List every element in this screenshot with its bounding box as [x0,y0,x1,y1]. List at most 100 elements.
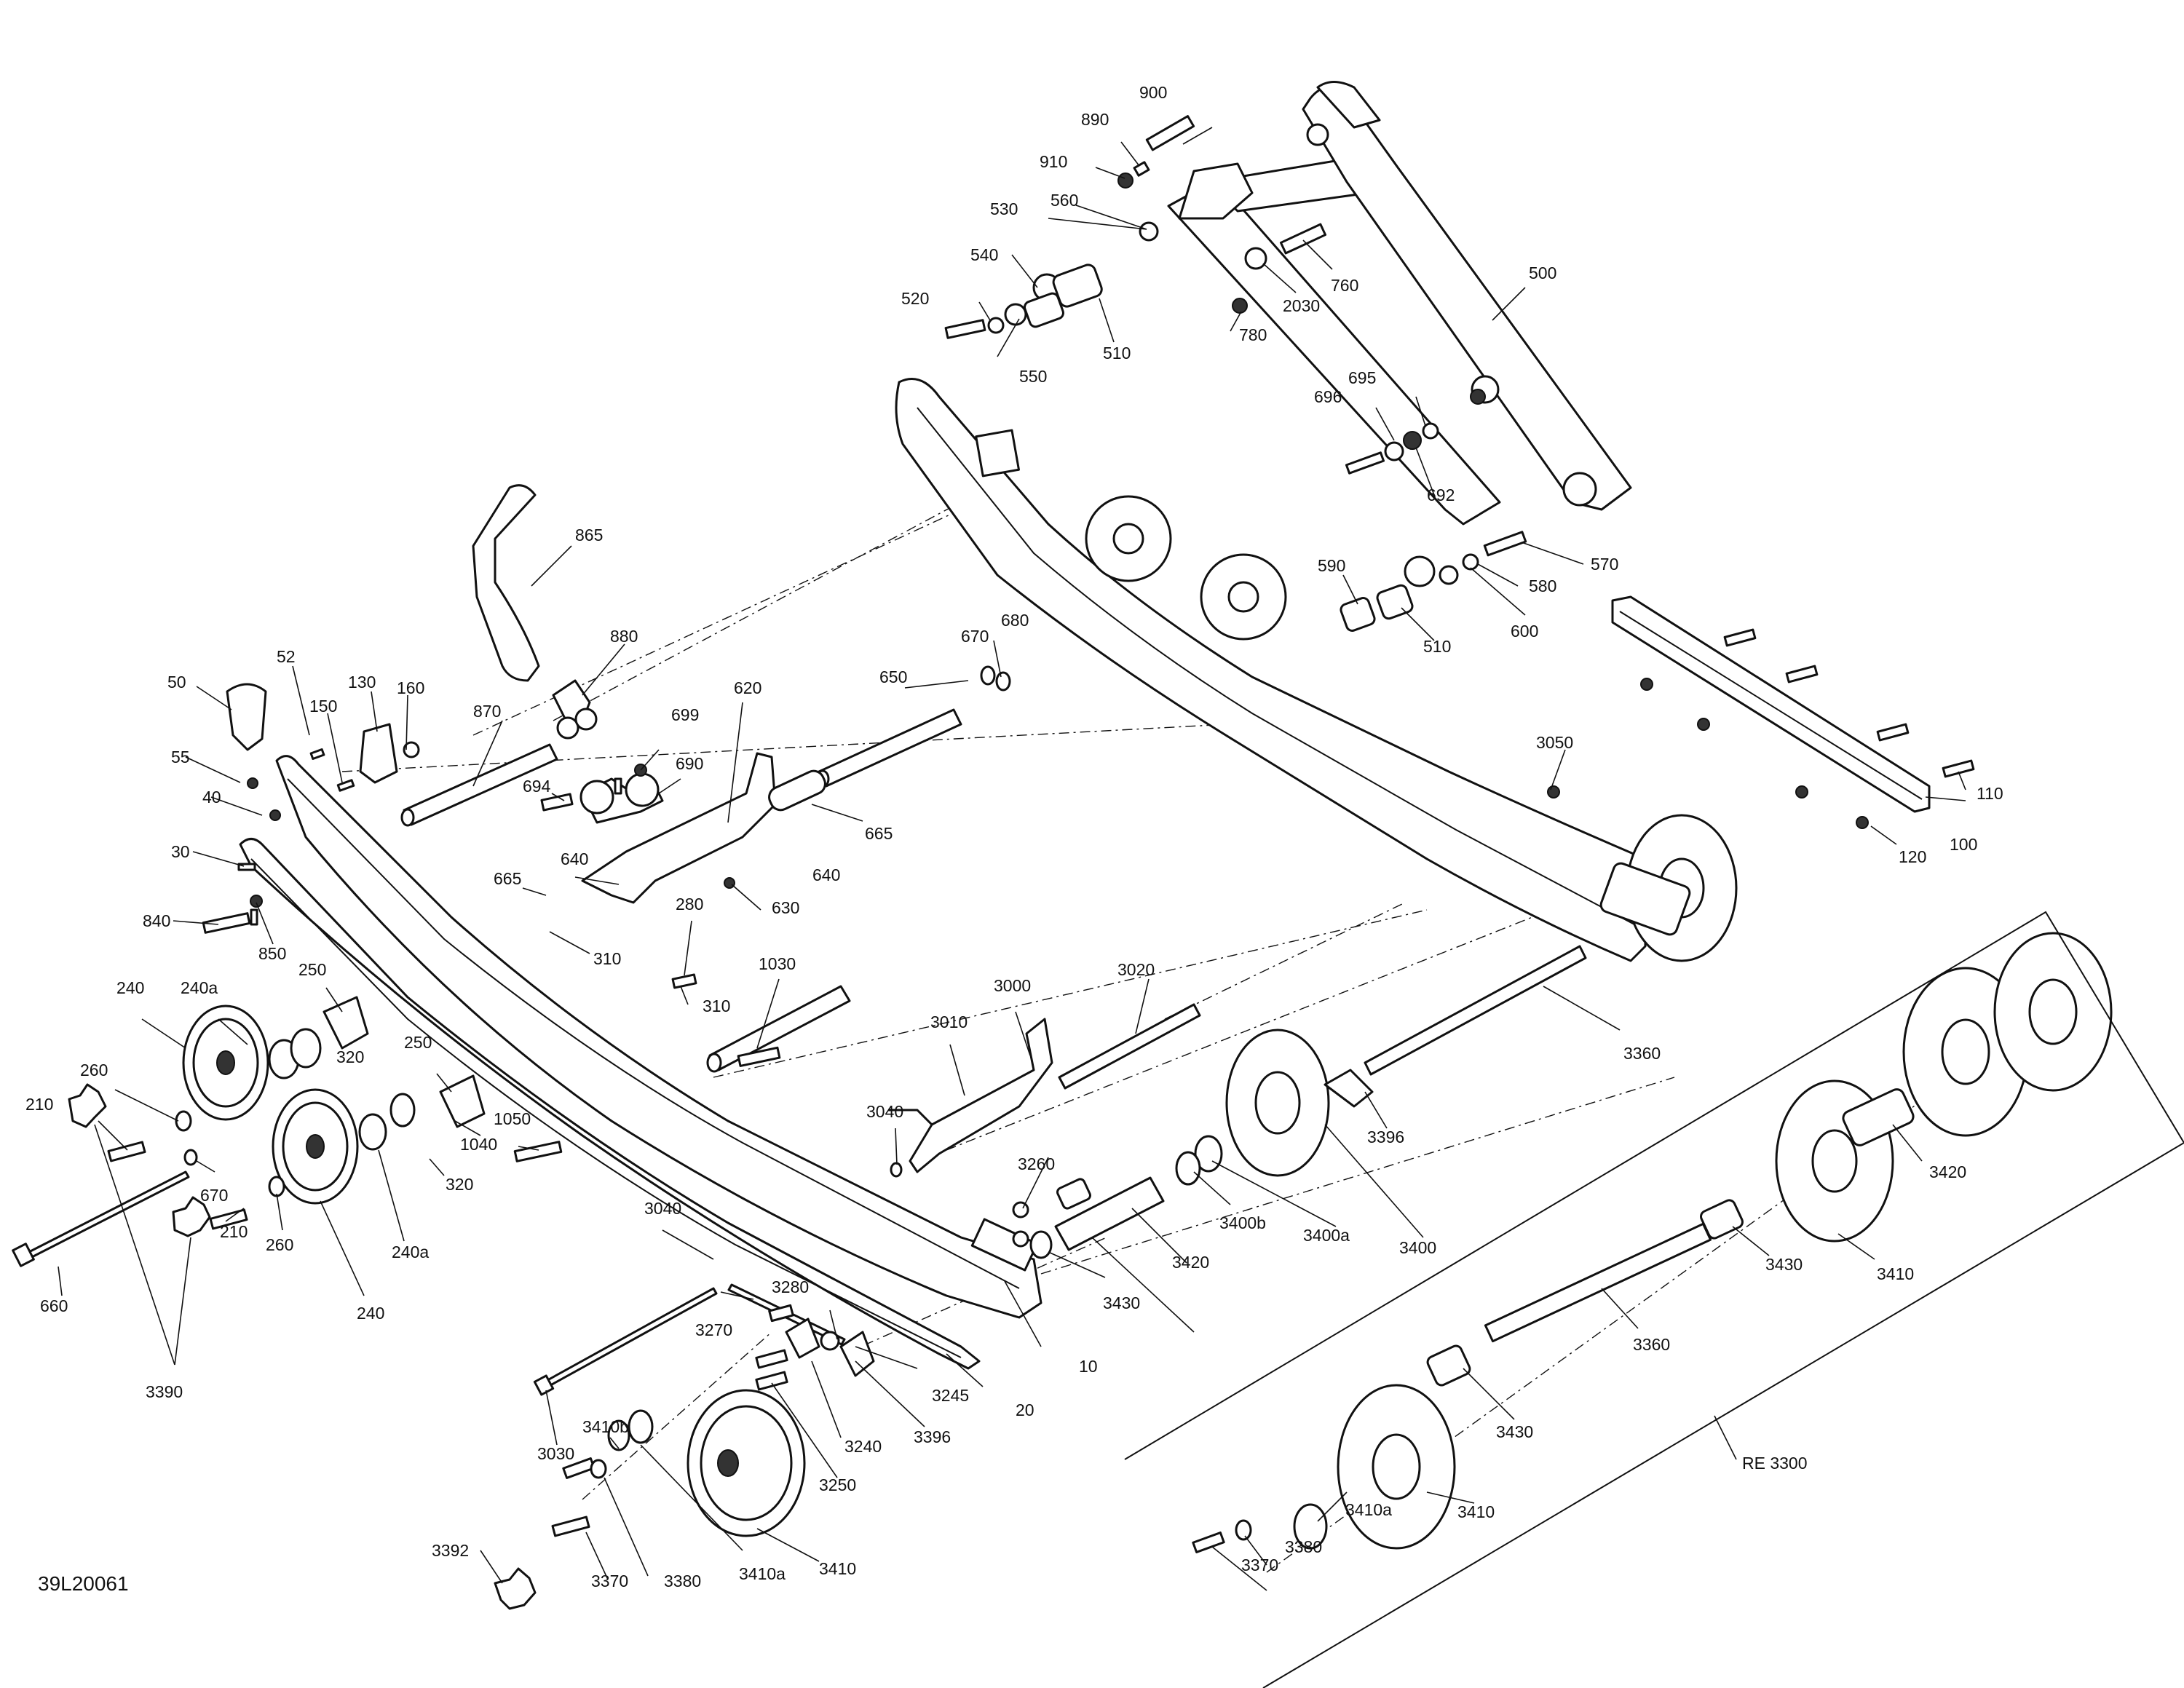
callout-3396-lower: 3396 [914,1427,951,1446]
callout-550: 550 [1019,367,1047,386]
callout-3000: 3000 [994,976,1031,995]
callout-510-upper: 510 [1103,344,1131,362]
callout-500: 500 [1529,263,1556,282]
callout-699: 699 [671,705,699,724]
callout-3390: 3390 [146,1382,183,1401]
callout-100: 100 [1950,835,1977,854]
callout-3410-lower-right: 3410 [1457,1502,1495,1521]
callout-560: 560 [1051,191,1078,210]
callout-520: 520 [901,289,929,308]
callout-3380-right: 3380 [1285,1537,1322,1556]
callout-650: 650 [879,667,907,686]
callout-910: 910 [1040,152,1067,171]
callout-540: 540 [970,245,998,264]
callout-260-left: 260 [80,1061,108,1079]
callout-1040: 1040 [460,1135,497,1154]
callout-150: 150 [309,697,337,716]
callout-3430-upper: 3430 [1103,1293,1140,1312]
callout-680: 680 [1001,611,1029,630]
callout-690: 690 [676,754,703,773]
callout-3400a: 3400a [1303,1226,1350,1245]
callout-695: 695 [1348,368,1376,387]
callout-840: 840 [143,911,170,930]
callout-692: 692 [1427,486,1455,504]
callout-3360-lower: 3360 [1633,1335,1670,1354]
callout-580: 580 [1529,576,1556,595]
shafts [12,708,1587,1396]
callout-3420-right: 3420 [1929,1162,1966,1181]
callout-850: 850 [258,944,286,963]
callout-250-left: 250 [298,960,326,979]
callout-3240: 3240 [844,1437,882,1456]
callout-570: 570 [1591,555,1618,574]
callout-3430-right: 3430 [1765,1255,1803,1274]
callout-3270: 3270 [695,1320,732,1339]
callout-320-right: 320 [446,1175,473,1194]
cross-brackets [579,752,1053,1173]
callout-110: 110 [1977,784,2003,803]
callout-20: 20 [1016,1400,1034,1419]
callout-780: 780 [1239,325,1267,344]
callout-3260: 3260 [1018,1154,1055,1173]
callout-320-left: 320 [336,1047,364,1066]
callout-620: 620 [734,678,761,697]
callout-900: 900 [1139,83,1167,102]
callout-640-left: 640 [561,849,588,868]
callout-210-right: 210 [220,1222,248,1241]
slide-rail [1611,595,1975,829]
callout-890: 890 [1081,110,1109,129]
callout-3010: 3010 [930,1013,968,1031]
callout-1050: 1050 [494,1109,531,1128]
callout-3400b: 3400b [1219,1213,1266,1232]
callout-1030: 1030 [759,954,796,973]
callout-240a-low: 240a [392,1243,429,1261]
blocks-pads [68,683,590,1610]
callout-640-right: 640 [812,865,840,884]
callout-3430-lower: 3430 [1496,1422,1533,1441]
left-rail [239,755,1042,1370]
callout-55: 55 [171,748,190,766]
callout-670-upper: 670 [961,627,989,646]
callout-310-right: 310 [703,996,730,1015]
callout-865: 865 [575,526,603,544]
callout-3410a-left: 3410a [739,1564,786,1583]
callout-310-left: 310 [593,949,621,968]
callout-2030: 2030 [1283,296,1320,315]
callout-630: 630 [772,898,799,917]
callout-3250: 3250 [819,1475,856,1494]
callout-665-left: 665 [494,869,521,888]
callout-50: 50 [167,673,186,692]
callout-3030: 3030 [537,1444,574,1463]
callout-694: 694 [523,777,551,796]
callout-52: 52 [277,647,296,666]
callout-120: 120 [1899,847,1926,866]
callout-696: 696 [1314,387,1342,406]
callout-3420-upper: 3420 [1172,1253,1209,1272]
callout-260-right: 260 [266,1235,293,1254]
callout-880: 880 [610,627,638,646]
callout-3280: 3280 [772,1277,809,1296]
callout-530: 530 [990,199,1018,218]
callout-250-right: 250 [404,1033,432,1052]
callout-3020: 3020 [1117,960,1155,979]
drawing-code: 39L20061 [38,1572,129,1595]
callout-670-lower: 670 [200,1186,228,1205]
callout-240-low: 240 [357,1304,384,1323]
upper-hardware [944,115,1527,632]
callout-3410b: 3410b [582,1417,629,1436]
callout-3245: 3245 [932,1386,969,1405]
callout-660: 660 [40,1296,68,1315]
callout-3400: 3400 [1399,1238,1436,1257]
callout-10: 10 [1079,1357,1098,1376]
callout-760: 760 [1331,276,1358,295]
right-rail [895,378,1738,962]
callout-130: 130 [348,673,376,692]
spacers-bearings [175,665,1915,1553]
callout-3410-right: 3410 [1877,1264,1914,1283]
callout-3396-upper: 3396 [1367,1128,1404,1146]
callout-3050: 3050 [1536,733,1573,752]
callout-3392: 3392 [432,1541,469,1560]
callout-240a-top: 240a [181,978,218,997]
pull-handle [472,484,598,740]
callout-re-3300: RE 3300 [1742,1454,1808,1473]
